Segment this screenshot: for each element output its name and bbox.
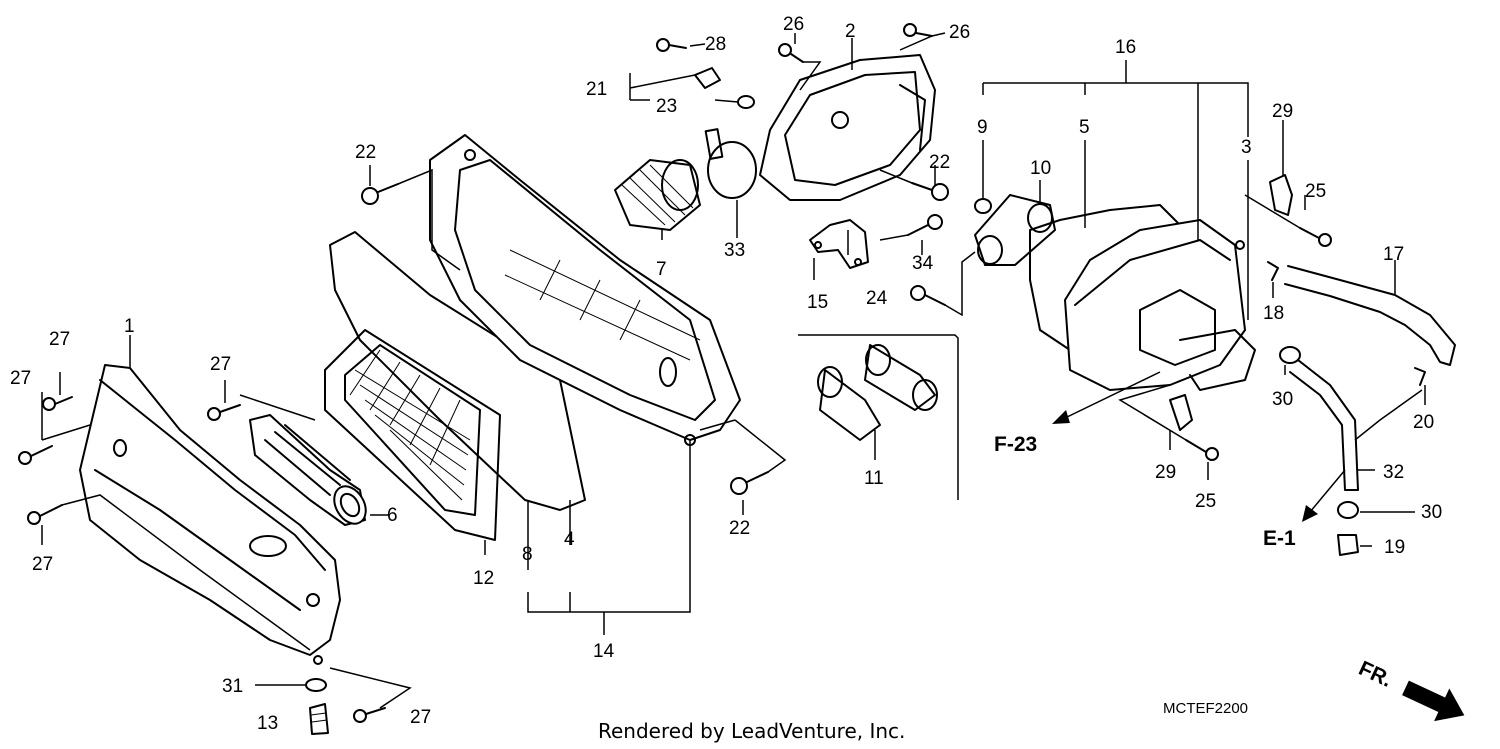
callout-30b: 30 [1421,502,1442,523]
oring-9 [974,198,992,214]
part-clip-small[interactable] [1267,261,1279,281]
part-clamp-upper[interactable] [1279,346,1301,364]
part-resonator-tubes[interactable] [817,344,938,441]
callout-18: 18 [1263,303,1284,324]
reference-arrows [1052,371,1346,522]
callout-34: 34 [912,253,934,274]
screw-27b [18,445,53,465]
callout-27b: 27 [10,368,31,389]
screw-27d [207,404,241,421]
part-air-cleaner-case[interactable] [429,134,741,446]
screw-26b [903,23,933,37]
credit-text: Rendered by LeadVenture, Inc. [598,719,905,743]
part-bracket[interactable] [809,219,869,269]
part-band-clamp[interactable] [704,128,757,199]
callout-17: 17 [1383,244,1404,265]
screw-26a [778,43,804,63]
callout-29a: 29 [1272,101,1293,122]
part-air-cleaner-cover[interactable] [79,364,341,665]
part-adapter[interactable] [974,194,1056,266]
fr-label: FR. [1355,657,1395,692]
bolt-34 [907,214,943,236]
callout-11: 11 [864,468,884,489]
callout-10: 10 [1030,158,1051,179]
bolt-22b [730,471,769,495]
leader-lines [41,32,1426,709]
callout-26b: 26 [949,22,970,43]
callout-13: 13 [257,713,278,734]
callout-20: 20 [1413,412,1434,433]
callout-33: 33 [724,240,745,261]
callout-27d: 27 [32,554,53,575]
callout-22a: 22 [355,142,376,163]
callout-28: 28 [705,34,726,55]
callout-4: 4 [564,529,575,550]
screw-25a [1299,227,1332,247]
callout-2: 2 [845,21,856,42]
bolt-24 [910,285,946,306]
screw-25b [1185,439,1219,461]
callout-25b: 25 [1195,491,1216,512]
callout-25a: 25 [1305,181,1326,202]
callout-26a: 26 [783,14,804,35]
part-drain-clip[interactable] [305,678,327,692]
callout-19: 19 [1384,537,1405,558]
callout-23: 23 [656,96,677,117]
part-breather-hose[interactable] [1284,265,1456,366]
part-clip-upper[interactable] [1269,174,1293,216]
callout-labels: 1 2 3 4 5 6 7 8 9 10 11 12 13 14 15 16 1… [10,14,1442,734]
callout-27c: 27 [210,354,231,375]
callout-31: 31 [222,676,243,697]
callout-15: 15 [807,292,828,313]
callout-6: 6 [387,505,398,526]
bolt-22c [911,182,949,201]
bolt-group[interactable] [18,23,1332,723]
screw-28 [656,38,687,52]
bolt-22a [361,183,399,205]
callout-12: 12 [473,568,494,589]
oring-23 [737,95,755,109]
screw-27c [27,504,63,525]
reference-e1: E-1 [1263,527,1296,550]
callout-24: 24 [866,288,888,309]
part-gasket[interactable] [329,231,586,511]
callout-8: 8 [522,544,533,565]
screw-21 [694,67,721,89]
callout-16: 16 [1115,37,1136,58]
reference-f23: F-23 [994,433,1037,456]
part-clip-hose[interactable] [1414,367,1426,386]
part-clip-lower[interactable] [1169,394,1193,431]
callout-14: 14 [593,641,615,662]
part-clamp-lower[interactable] [1337,501,1359,519]
part-intake-duct[interactable] [249,414,372,529]
screw-27e [353,707,386,723]
part-case-cover[interactable] [759,54,936,201]
callout-30a: 30 [1272,389,1293,410]
callout-22c: 22 [929,152,950,173]
callout-3: 3 [1241,137,1252,158]
part-cap[interactable] [1337,534,1359,556]
callout-32: 32 [1383,462,1404,483]
part-sub-case[interactable] [1064,219,1256,391]
callout-1: 1 [124,316,135,337]
part-drain-plug[interactable] [309,703,329,735]
callout-9: 9 [977,117,988,138]
callout-27a: 27 [49,329,70,350]
callout-21: 21 [586,79,607,100]
part-air-filter-element[interactable] [324,329,501,541]
drawing-code: MCTEF2200 [1163,700,1248,717]
callout-22b: 22 [729,518,750,539]
screw-27a [42,396,73,411]
front-direction-indicator: FR. [1355,657,1465,722]
callout-7: 7 [656,259,667,280]
callout-29b: 29 [1155,462,1176,483]
callout-27e: 27 [410,707,431,728]
part-connecting-boot[interactable] [614,159,701,231]
part-drain-tube[interactable] [1289,359,1359,491]
callout-5: 5 [1079,117,1090,138]
